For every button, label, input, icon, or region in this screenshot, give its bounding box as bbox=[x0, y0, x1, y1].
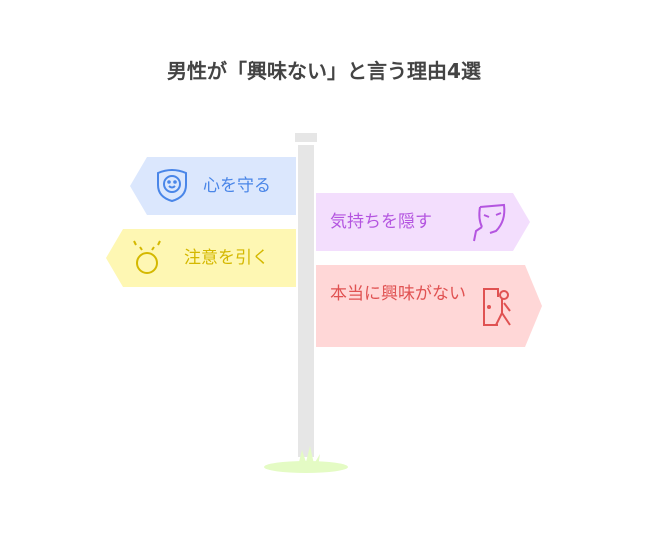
shield-face-icon bbox=[157, 169, 187, 203]
sign-label: 気持ちを隠す bbox=[330, 212, 432, 232]
signpost-cap bbox=[295, 133, 317, 142]
sign-protect-heart: 心を守る bbox=[130, 157, 296, 215]
signpost-pole bbox=[298, 145, 314, 457]
sign-label: 本当に興味がない bbox=[330, 284, 466, 304]
mask-icon bbox=[473, 203, 506, 242]
sign-label: 心を守る bbox=[203, 176, 271, 196]
grass-base bbox=[264, 446, 348, 473]
sign-not-interested: 本当に興味がない bbox=[316, 265, 542, 347]
page-title: 男性が「興味ない」と言う理由4選 bbox=[167, 59, 481, 83]
sign-hide-feelings: 気持ちを隠す bbox=[316, 193, 530, 251]
sign-label: 注意を引く bbox=[184, 248, 269, 268]
sign-get-attention: 注意を引く bbox=[106, 229, 296, 287]
person-leaving-door-icon bbox=[483, 288, 511, 326]
attention-head-icon bbox=[133, 240, 161, 274]
